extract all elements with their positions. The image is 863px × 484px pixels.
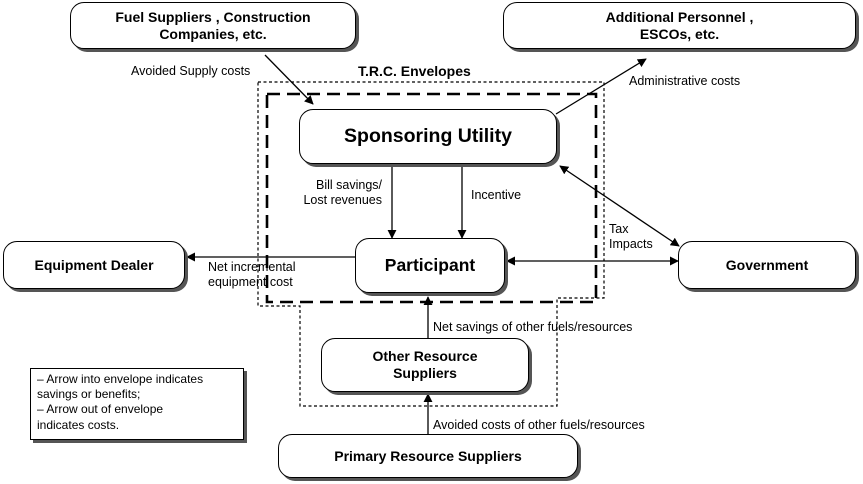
label-avoided-supply-costs: Avoided Supply costs: [131, 64, 251, 78]
node-participant-label: Participant: [384, 255, 476, 275]
node-sponsoring-utility-label: Sponsoring Utility: [344, 124, 512, 147]
node-additional-personnel-label: Additional Personnel , ESCOs, etc.: [605, 8, 754, 42]
node-government: Government: [678, 241, 856, 289]
label-incentive: Incentive: [471, 188, 522, 202]
legend-item-out-of-envelope: – Arrow out of envelope indicates costs.: [37, 402, 164, 432]
node-other-resource-suppliers: Other Resource Suppliers: [321, 338, 529, 392]
node-fuel-suppliers-label: Fuel Suppliers , Construction Companies,…: [115, 8, 311, 42]
envelope-outer-dotted: [257, 81, 605, 407]
node-equipment-dealer: Equipment Dealer: [3, 241, 185, 289]
node-sponsoring-utility: Sponsoring Utility: [299, 109, 557, 164]
label-tax-impacts: Tax Impacts: [609, 222, 653, 252]
node-government-label: Government: [725, 256, 809, 273]
node-primary-resource-suppliers-label: Primary Resource Suppliers: [334, 447, 522, 464]
arrow-administrative-costs: [555, 58, 647, 115]
arrow-tax-impacts: [559, 165, 680, 247]
node-fuel-suppliers: Fuel Suppliers , Construction Companies,…: [70, 2, 356, 49]
node-participant: Participant: [355, 238, 505, 293]
label-bill-savings: Bill savings/ Lost revenues: [303, 178, 382, 208]
arrow-avoided-supply-costs: [264, 54, 314, 105]
label-avoided-costs-other: Avoided costs of other fuels/resources: [433, 418, 645, 432]
legend-item-into-envelope: – Arrow into envelope indicates savings …: [37, 372, 204, 402]
node-primary-resource-suppliers: Primary Resource Suppliers: [278, 434, 578, 478]
node-equipment-dealer-label: Equipment Dealer: [34, 256, 154, 273]
envelope-title: T.R.C. Envelopes: [358, 63, 471, 79]
label-administrative-costs: Administrative costs: [629, 74, 741, 88]
node-other-resource-suppliers-label: Other Resource Suppliers: [372, 348, 478, 381]
label-net-incremental-cost: Net incremental equipment cost: [208, 260, 296, 290]
node-additional-personnel: Additional Personnel , ESCOs, etc.: [503, 2, 856, 49]
label-net-savings-other: Net savings of other fuels/resources: [433, 320, 633, 334]
legend-box: – Arrow into envelope indicates savings …: [30, 368, 244, 440]
